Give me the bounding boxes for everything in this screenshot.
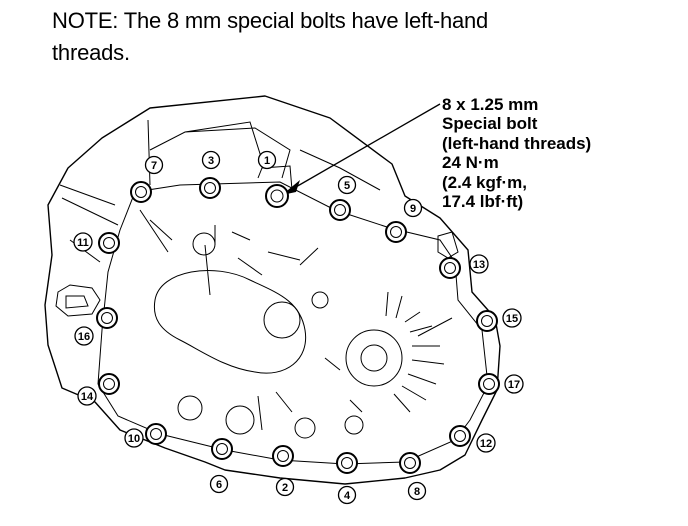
- bolt-9-head: [385, 221, 407, 243]
- bolt-16-head: [96, 307, 118, 329]
- lower-boss-far-right: [344, 415, 364, 435]
- bolt-number-1: 1: [257, 150, 277, 170]
- callout-torque-lbfft: 17.4 lbf·ft): [442, 192, 524, 212]
- bolt-number-11: 11: [73, 232, 93, 252]
- svg-text:2: 2: [282, 482, 288, 494]
- svg-text:16: 16: [78, 331, 90, 343]
- bolt-number-7: 7: [144, 155, 164, 175]
- bolt-number-labels: 1 2 3 4 5 6 7 8 9 10 11 12 13 14 15 16 1…: [73, 150, 524, 505]
- note-line-1: NOTE: The 8 mm special bolts have left-h…: [52, 8, 489, 33]
- bolt-number-9: 9: [403, 198, 423, 218]
- differential-teeth: [385, 291, 453, 413]
- special-bolt-boss: [257, 165, 293, 191]
- right-slot-outline: [437, 231, 459, 259]
- bolt-5-head: [329, 199, 351, 221]
- bolt-number-12: 12: [476, 433, 496, 453]
- shift-hub: [192, 232, 216, 256]
- bolt-7-head: [130, 181, 152, 203]
- lower-boss-right: [294, 417, 316, 439]
- callout-size: 8 x 1.25 mm: [442, 95, 539, 114]
- callout-name: Special bolt: [442, 114, 538, 134]
- bolt-number-6: 6: [209, 474, 229, 494]
- bolt-number-14: 14: [77, 386, 97, 406]
- svg-text:14: 14: [81, 391, 94, 403]
- differential-outer: [345, 329, 403, 387]
- bolt-number-13: 13: [469, 254, 489, 274]
- bolt-heads: [96, 177, 500, 474]
- bolt-number-3: 3: [201, 150, 221, 170]
- svg-text:15: 15: [506, 313, 518, 325]
- svg-text:6: 6: [216, 479, 222, 491]
- svg-text:12: 12: [480, 438, 492, 450]
- note-line-2: threads.: [52, 40, 130, 65]
- bolt-number-17: 17: [504, 374, 524, 394]
- differential-inner: [360, 344, 388, 372]
- bolt-17-head: [478, 373, 500, 395]
- bolt-4-head: [336, 452, 358, 474]
- lower-boss-left: [177, 395, 203, 421]
- svg-text:8: 8: [414, 486, 420, 498]
- bolt-6-head: [211, 438, 233, 460]
- bolt-number-8: 8: [407, 481, 427, 501]
- bolt-11-head: [98, 232, 120, 254]
- svg-text:10: 10: [128, 433, 140, 445]
- bolt-3-head: [199, 177, 221, 199]
- bolt-number-5: 5: [337, 175, 357, 195]
- left-port-outline: [55, 284, 101, 317]
- svg-text:9: 9: [410, 203, 416, 215]
- bolt-number-10: 10: [124, 428, 144, 448]
- bolt-number-2: 2: [275, 477, 295, 497]
- bolt-13-head: [439, 257, 461, 279]
- callout-leader-line: [281, 103, 441, 196]
- bolt-number-16: 16: [74, 326, 94, 346]
- svg-text:5: 5: [344, 180, 350, 192]
- bolt-2-head: [272, 445, 294, 467]
- housing-outline: [44, 95, 501, 485]
- bolt-15-head: [476, 310, 498, 332]
- svg-text:13: 13: [473, 259, 485, 271]
- flange-inner-line: [97, 181, 489, 465]
- bolt-number-4: 4: [337, 485, 357, 505]
- bolt-12-head: [449, 425, 471, 447]
- callout-thread: (left-hand threads): [442, 133, 592, 153]
- shift-mechanism: [153, 225, 319, 374]
- bearing-small-left: [263, 301, 301, 339]
- bolt-8-head: [399, 452, 421, 474]
- bolt-14-head: [98, 373, 120, 395]
- special-bolt-callout: 8 x 1.25 mm Special bolt (left-hand thre…: [442, 95, 591, 211]
- svg-text:1: 1: [264, 155, 270, 167]
- svg-text:4: 4: [344, 490, 351, 502]
- svg-text:11: 11: [77, 237, 89, 249]
- lower-boss-center: [225, 405, 255, 435]
- callout-torque-kgfm: (2.4 kgf·m,: [442, 172, 528, 192]
- lower-ribs: [257, 357, 363, 431]
- callout-torque-nm: 24 N·m: [442, 153, 499, 173]
- housing-ridge: [147, 119, 381, 191]
- bolt-10-head: [145, 423, 167, 445]
- svg-text:7: 7: [151, 160, 157, 172]
- svg-text:17: 17: [508, 379, 520, 391]
- bolt-number-15: 15: [502, 308, 522, 328]
- bearing-mid: [311, 291, 329, 309]
- left-port-inner: [65, 295, 89, 309]
- svg-text:3: 3: [208, 155, 214, 167]
- bolt-1-head: [265, 184, 289, 208]
